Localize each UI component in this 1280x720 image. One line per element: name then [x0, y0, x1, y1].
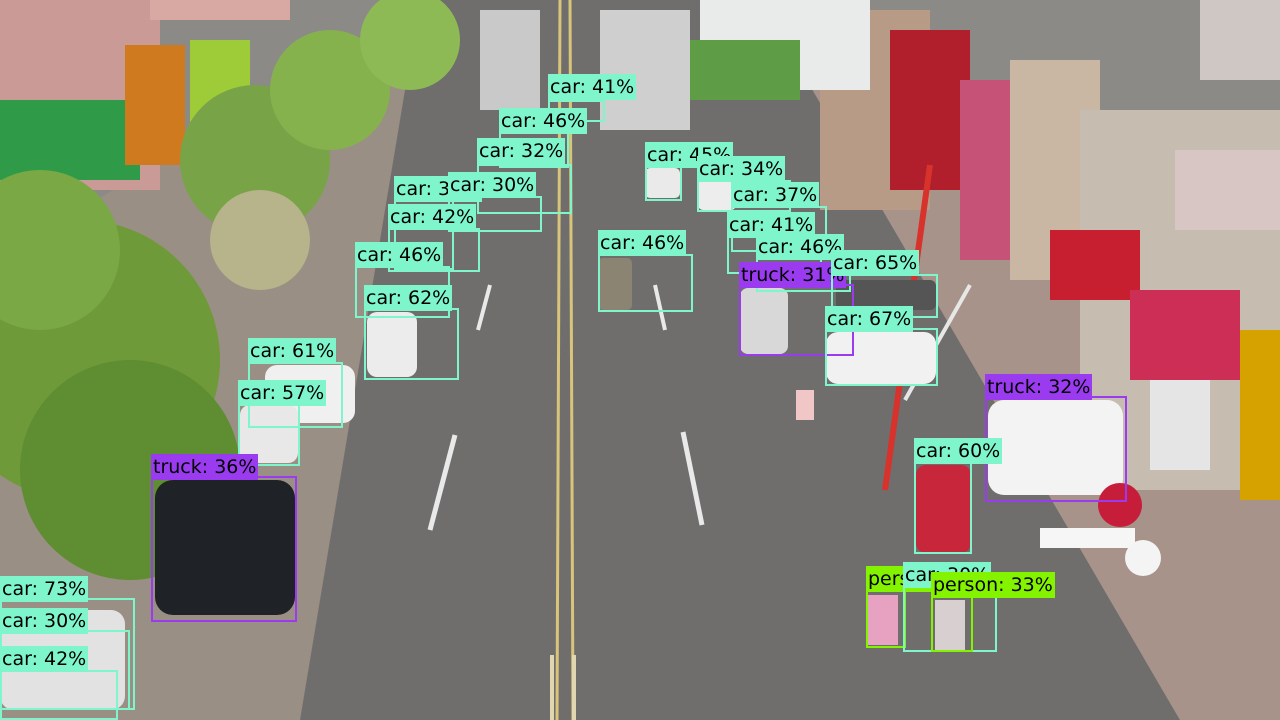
detection-label-car: car: 41%: [727, 212, 816, 238]
detection-box-person: [931, 596, 973, 652]
detection-box-car: [914, 462, 972, 554]
detection-box-car: [825, 328, 938, 386]
detection-label-car: car: 46%: [499, 108, 588, 134]
detection-label-car: car: 41%: [548, 74, 637, 100]
detection-label-car: car: 60%: [914, 438, 1003, 464]
detection-box-car: [0, 670, 118, 720]
detection-label-truck: truck: 31%: [739, 262, 847, 288]
detection-label-car: car: 34%: [697, 156, 786, 182]
detection-label-car: car: 46%: [598, 230, 687, 256]
detection-label-car: car: 30%: [448, 172, 537, 198]
detection-label-truck: truck: 36%: [151, 454, 259, 480]
detection-label-car: car: 46%: [756, 234, 845, 260]
detection-label-car: car: 37%: [731, 182, 820, 208]
detection-label-car: car: 42%: [0, 646, 89, 672]
detection-label-car: car: 32%: [477, 138, 566, 164]
detection-label-person: person: 33%: [931, 572, 1055, 598]
detection-box-car: [364, 308, 459, 380]
detection-label-car: car: 30%: [0, 608, 89, 634]
detection-label-car: car: 73%: [0, 576, 89, 602]
detection-box-car: [598, 254, 693, 312]
detection-label-car: car: 65%: [831, 250, 920, 276]
detection-label-car: car: 61%: [248, 338, 337, 364]
detection-label-car: car: 42%: [388, 204, 477, 230]
detection-label-car: car: 57%: [238, 380, 327, 406]
detection-label-truck: truck: 32%: [985, 374, 1093, 400]
detection-label-car: car: 46%: [355, 242, 444, 268]
detection-box-car: [645, 166, 682, 201]
detection-box-truck: [151, 476, 297, 622]
detection-box-truck: [985, 396, 1127, 502]
detection-label-car: car: 62%: [364, 285, 453, 311]
detection-label-car: car: 67%: [825, 306, 914, 332]
detection-box-person: [866, 590, 906, 648]
